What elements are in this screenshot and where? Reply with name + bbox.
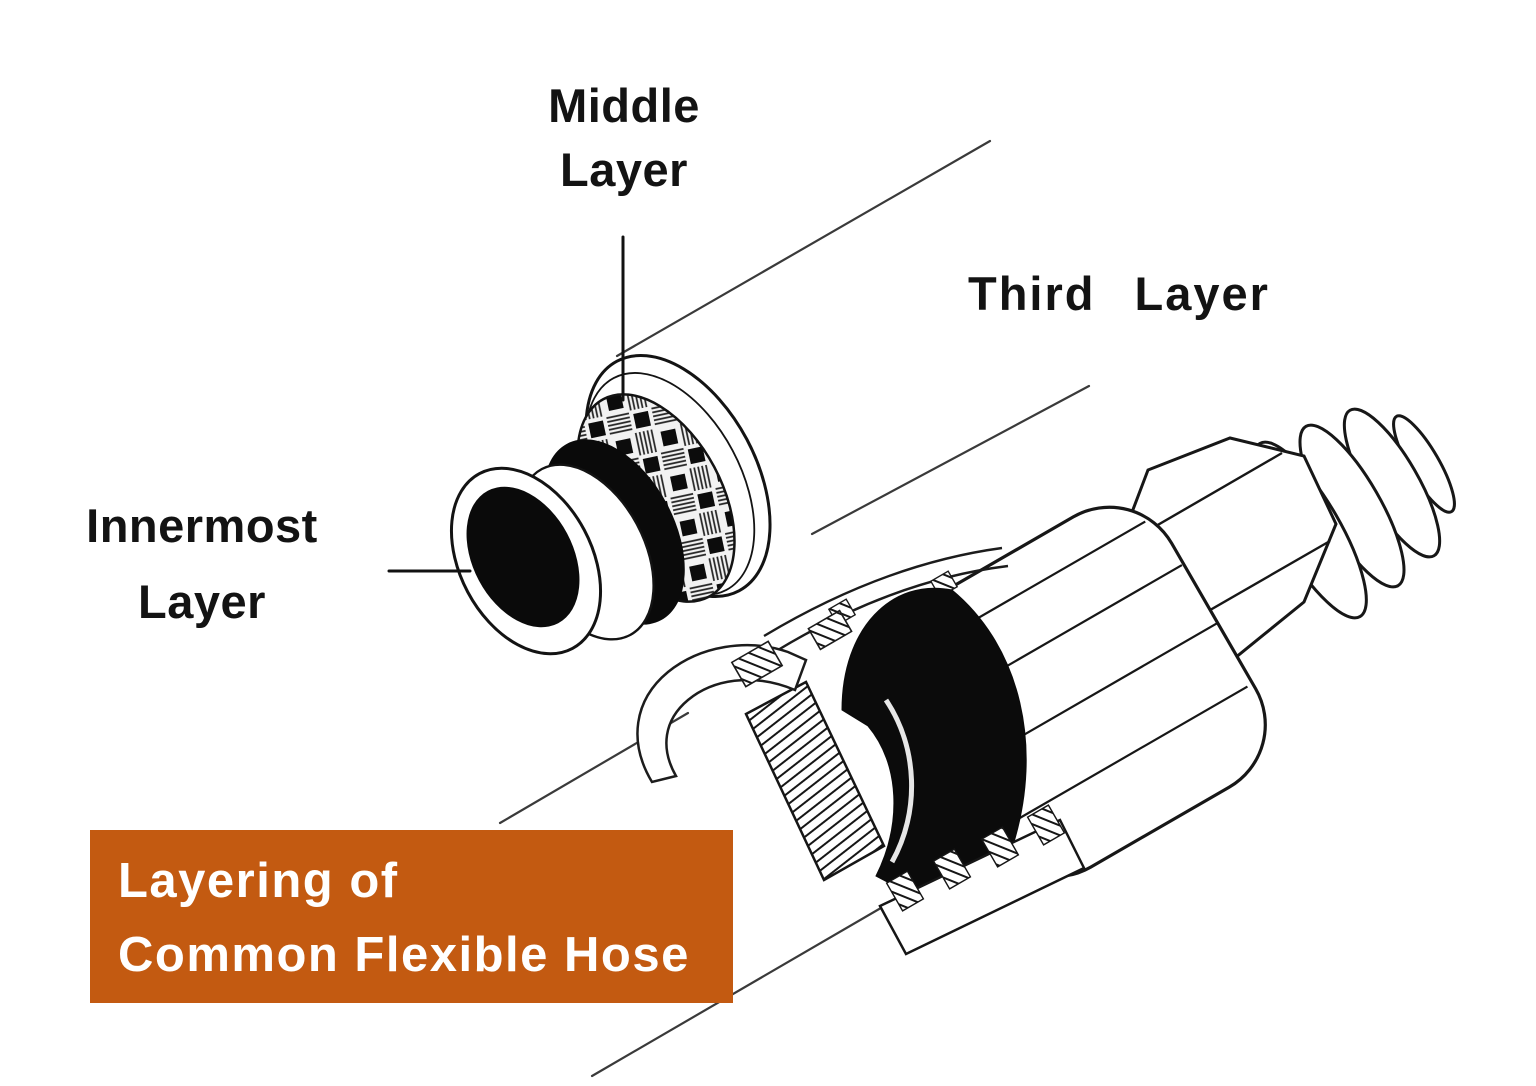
outer-shell-rim <box>763 546 1009 652</box>
title-banner-line2: Common Flexible Hose <box>118 928 690 982</box>
layered-hose-end <box>449 354 772 656</box>
middle-layer-label-line1: Middle <box>548 79 700 132</box>
innermost-layer-label: Innermost Layer <box>30 488 374 640</box>
title-banner-line1: Layering of <box>118 854 399 908</box>
hose-bore <box>466 486 580 628</box>
leader-lines <box>387 235 625 573</box>
inner-tube-cutaway <box>841 587 1027 915</box>
middle-layer-label-line2: Layer <box>560 143 688 196</box>
cutaway-ledge <box>878 804 1086 956</box>
title-banner: Layering of Common Flexible Hose <box>90 830 733 1003</box>
innermost-layer-label-line1: Innermost <box>86 499 318 552</box>
third-layer-label: Third Layer <box>968 267 1270 320</box>
middle-layer-label: Middle Layer <box>454 74 794 202</box>
peeled-outer-strip <box>636 609 853 784</box>
braid-cross-section <box>744 680 886 882</box>
innermost-layer-label-line2: Layer <box>138 575 266 628</box>
